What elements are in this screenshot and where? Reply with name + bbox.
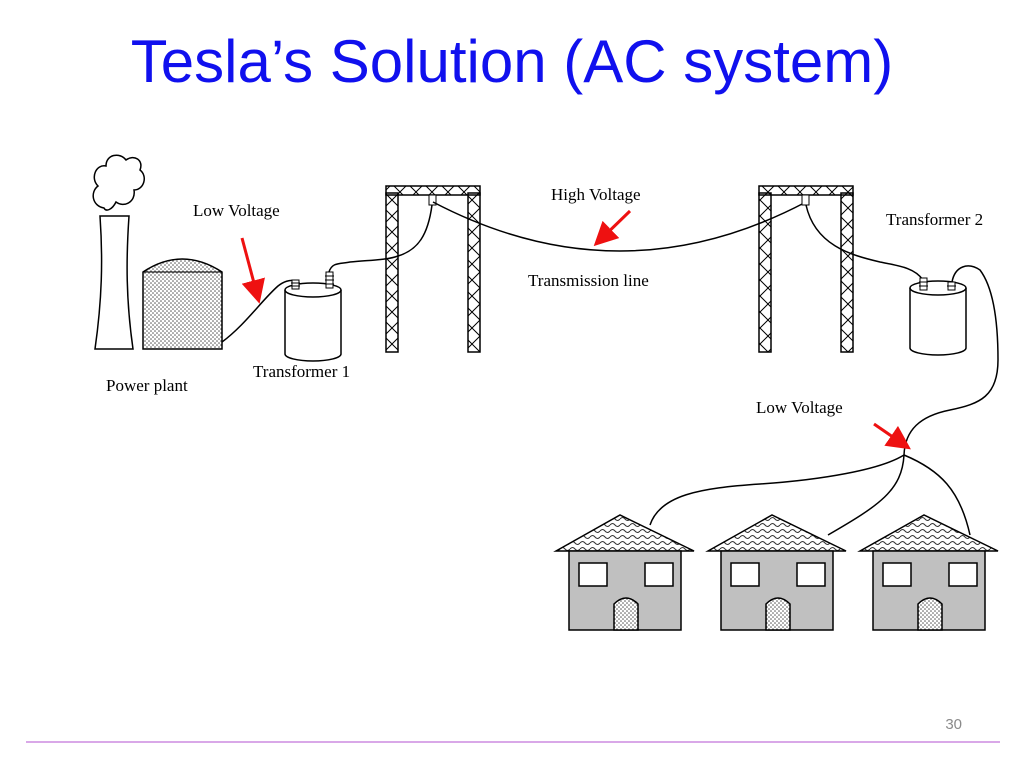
- house-2: [705, 514, 847, 631]
- arrow-low-voltage-1: [240, 237, 265, 304]
- low-voltage-wire-2: [827, 265, 999, 536]
- wire-tower2-transformer2: [805, 204, 924, 281]
- house-1: [553, 514, 695, 631]
- label-low-voltage-1: Low Voltage: [193, 201, 280, 220]
- transmission-tower-2: [758, 185, 854, 353]
- distribution-line-left: [649, 454, 905, 526]
- low-voltage-wire-1: [221, 279, 297, 343]
- label-transformer-2: Transformer 2: [886, 210, 984, 229]
- label-high-voltage: High Voltage: [551, 185, 641, 204]
- house-3: [857, 514, 999, 631]
- insulator-icon: [919, 277, 956, 291]
- slide-title: Tesla’s Solution (AC system): [130, 28, 894, 95]
- transmission-line: [432, 201, 807, 252]
- transformer-2: [909, 277, 967, 356]
- distribution-line-right: [903, 454, 971, 536]
- page-number: 30: [945, 716, 962, 733]
- transformer-1: [284, 271, 342, 362]
- label-transformer-1: Transformer 1: [253, 362, 351, 381]
- wire-transformer1-tower1: [328, 204, 433, 273]
- label-transmission-line: Transmission line: [528, 271, 649, 290]
- arrow-low-voltage-2: [873, 422, 911, 450]
- power-plant: [92, 154, 223, 350]
- footer-divider: [26, 741, 1000, 743]
- cooling-tower: [94, 215, 134, 350]
- label-power-plant: Power plant: [106, 376, 188, 395]
- transmission-tower-1: [385, 185, 481, 353]
- smoke-cloud: [92, 154, 145, 211]
- arrow-high-voltage: [593, 209, 632, 247]
- insulator-icon: [291, 271, 334, 290]
- label-low-voltage-2: Low Voltage: [756, 398, 843, 417]
